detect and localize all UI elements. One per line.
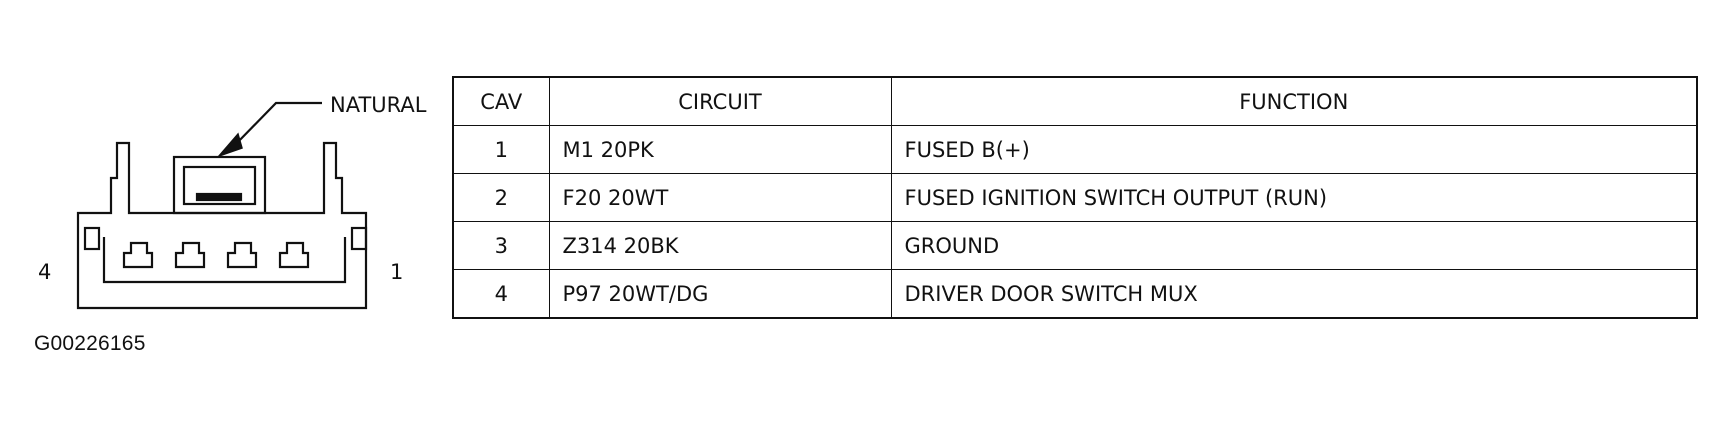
cavity-4 [122,241,154,269]
pin-label-left: 4 [38,260,51,284]
connector-color-label: NATURAL [330,93,427,117]
function-cell: GROUND [890,221,1698,270]
connector-body [76,141,368,310]
circuit-cell: F20 20WT [548,173,892,222]
function-cell: DRIVER DOOR SWITCH MUX [890,269,1698,319]
connector-latch-slot [195,192,243,202]
connector-side-tab-right [350,226,368,251]
table-row: 4 P97 20WT/DG DRIVER DOOR SWITCH MUX [452,269,1698,319]
header-circuit: CIRCUIT [548,76,892,126]
cav-cell: 4 [452,269,550,319]
function-cell: FUSED IGNITION SWITCH OUTPUT (RUN) [890,173,1698,222]
function-cell: FUSED B(+) [890,125,1698,174]
pin-label-right: 1 [390,260,403,284]
circuit-cell: Z314 20BK [548,221,892,270]
cav-cell: 3 [452,221,550,270]
circuit-cell: M1 20PK [548,125,892,174]
natural-leader-line [232,101,322,148]
cavity-1 [278,241,310,269]
cavity-3 [174,241,206,269]
cav-cell: 2 [452,173,550,222]
table-header-row: CAV CIRCUIT FUNCTION [452,76,1698,126]
pinout-table: CAV CIRCUIT FUNCTION 1 M1 20PK FUSED B(+… [452,76,1698,319]
figure-id: G00226165 [34,332,146,355]
connector-cavity-wall [102,237,347,284]
header-function: FUNCTION [890,76,1698,126]
cavity-2 [226,241,258,269]
connector-latch-inner [182,165,257,206]
connector-side-tab-left [83,226,101,251]
header-cav: CAV [452,76,550,126]
cav-cell: 1 [452,125,550,174]
natural-arrowhead [216,132,243,158]
connector-diagram: NATURAL 4 1 [38,93,427,310]
circuit-cell: P97 20WT/DG [548,269,892,319]
table-row: 1 M1 20PK FUSED B(+) [452,125,1698,174]
table-row: 2 F20 20WT FUSED IGNITION SWITCH OUTPUT … [452,173,1698,222]
table-row: 3 Z314 20BK GROUND [452,221,1698,270]
